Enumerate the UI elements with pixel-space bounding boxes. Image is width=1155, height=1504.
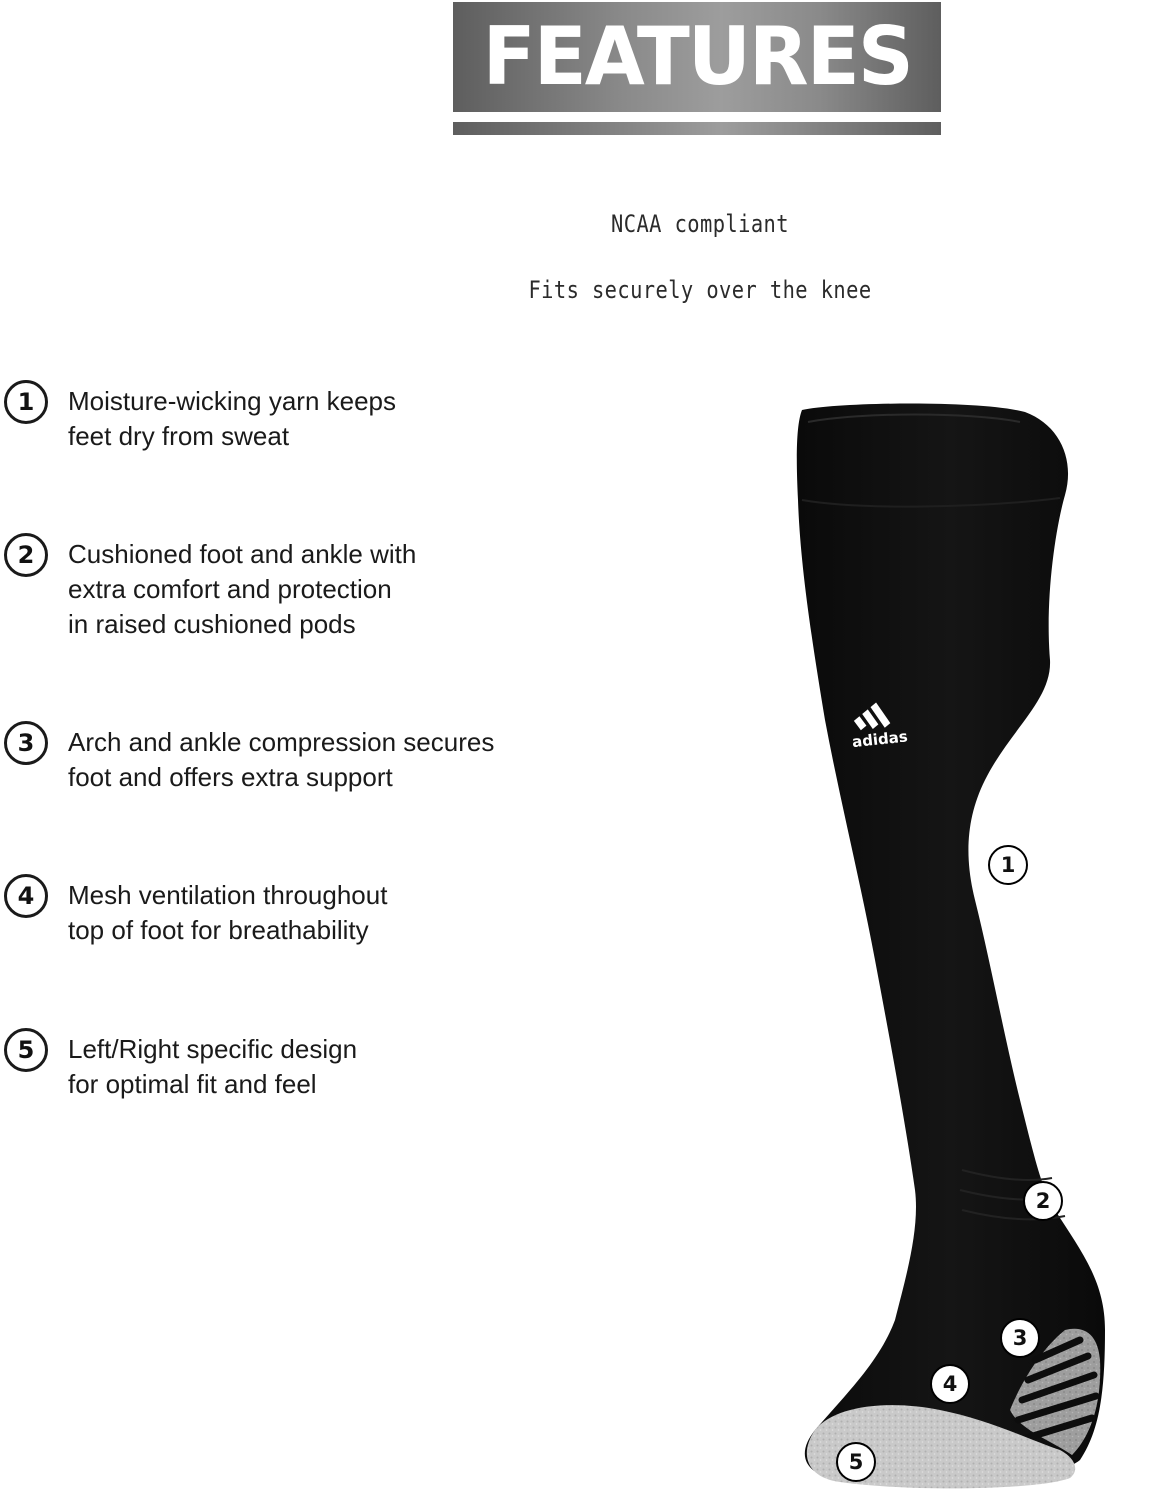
tagline-ncaa: NCAA compliant [611, 210, 789, 238]
feature-line: for optimal fit and feel [68, 1069, 317, 1099]
callout-4: 4 [930, 1364, 970, 1404]
feature-text-5: Left/Right specific design for optimal f… [68, 1032, 357, 1102]
tagline-fit: Fits securely over the knee [528, 276, 872, 304]
banner-underline [453, 122, 941, 135]
pod-stripes [1014, 1336, 1100, 1444]
features-banner: FEATURES [453, 2, 941, 112]
callout-3: 3 [1000, 1318, 1040, 1358]
number-badge-5: 5 [4, 1028, 48, 1072]
feature-line: Left/Right specific design [68, 1034, 358, 1064]
brand-wordmark: adidas [851, 727, 908, 751]
feature-line: top of foot for breathability [68, 915, 369, 945]
feature-line: Cushioned foot and ankle with [68, 539, 417, 569]
number-badge-1: 1 [4, 380, 48, 424]
page-title: FEATURES [482, 10, 913, 103]
feature-line: Moisture-wicking yarn keeps [68, 386, 397, 416]
feature-line: foot and offers extra support [68, 762, 393, 792]
feature-text-4: Mesh ventilation throughout top of foot … [68, 878, 387, 948]
ankle-rib [961, 1169, 1053, 1181]
feature-line: Arch and ankle compression secures [68, 727, 495, 757]
feature-item-3: 3 Arch and ankle compression secures foo… [0, 721, 494, 795]
product-image: adidas 1 2 3 4 5 [780, 400, 1110, 1500]
feature-line: feet dry from sweat [68, 421, 290, 451]
feature-item-5: 5 Left/Right specific design for optimal… [0, 1028, 357, 1102]
brand-logo: adidas [851, 702, 909, 751]
feature-item-1: 1 Moisture-wicking yarn keeps feet dry f… [0, 380, 396, 454]
number-badge-2: 2 [4, 533, 48, 577]
callout-2: 2 [1023, 1181, 1063, 1221]
cuff-seam [807, 413, 1021, 423]
sock-body [796, 403, 1105, 1485]
feature-item-4: 4 Mesh ventilation throughout top of foo… [0, 874, 387, 948]
calf-seam [801, 497, 1061, 508]
callout-5: 5 [836, 1442, 876, 1482]
feature-text-1: Moisture-wicking yarn keeps feet dry fro… [68, 384, 396, 454]
number-badge-4: 4 [4, 874, 48, 918]
number-badge-3: 3 [4, 721, 48, 765]
feature-text-3: Arch and ankle compression secures foot … [68, 725, 494, 795]
callout-1: 1 [988, 845, 1028, 885]
feature-line: extra comfort and protection [68, 574, 392, 604]
sock-illustration: adidas [796, 403, 1105, 1489]
feature-text-2: Cushioned foot and ankle with extra comf… [68, 537, 416, 642]
feature-item-2: 2 Cushioned foot and ankle with extra co… [0, 533, 416, 642]
feature-line: Mesh ventilation throughout [68, 880, 388, 910]
feature-line: in raised cushioned pods [68, 609, 356, 639]
ankle-rib [961, 1209, 1066, 1221]
